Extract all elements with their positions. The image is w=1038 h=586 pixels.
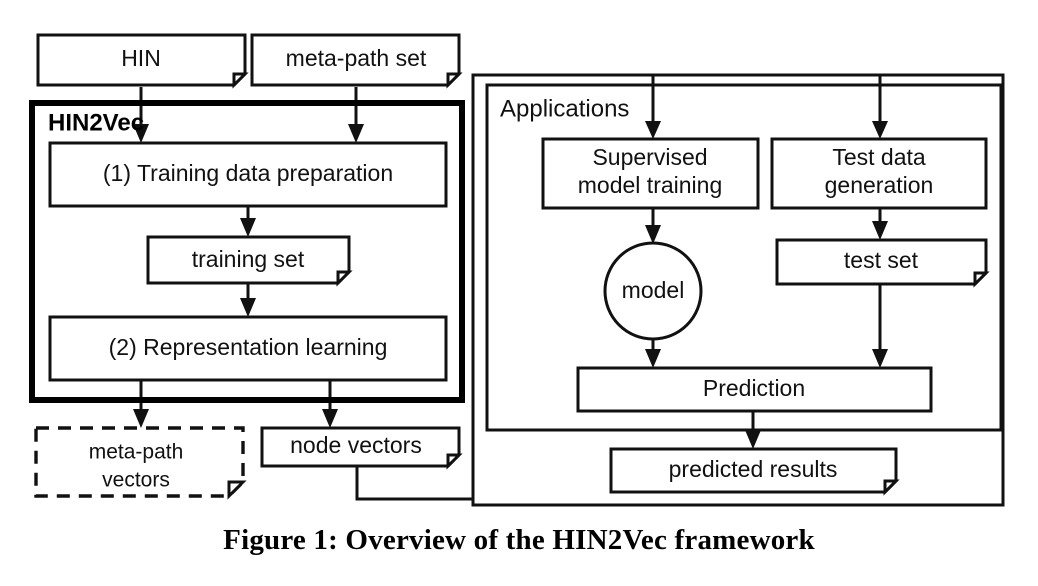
supervised-model-training-box[interactable] — [541, 137, 760, 210]
arrowhead-test-set-to-prediction — [872, 349, 888, 368]
training-set-fold-corner — [336, 270, 353, 287]
step1-label: (1) Training data preparation — [103, 160, 393, 186]
arrowhead-supervised-to-model — [645, 225, 661, 244]
arrowhead-step2-to-node-vectors — [322, 409, 338, 428]
hin2vec-title: HIN2Vec — [48, 109, 144, 136]
test-set-fold-corner — [973, 271, 990, 288]
step2-label: (2) Representation learning — [109, 334, 388, 360]
arrowhead-to-test-data — [872, 121, 888, 139]
test-data-label-line2: generation — [825, 172, 934, 198]
step1-box[interactable] — [48, 141, 448, 208]
arrowhead-metapath-to-step1 — [348, 124, 364, 143]
supervised-label-line1: Supervised — [592, 144, 707, 170]
arrowhead-step1-to-training-set — [240, 218, 256, 237]
model-circle[interactable] — [603, 241, 703, 341]
hin-label: HIN — [121, 45, 161, 71]
training-set-label: training set — [192, 246, 305, 272]
arrowhead-training-set-to-step2 — [240, 298, 256, 317]
applications-title: Applications — [500, 95, 629, 122]
hin2vec-container — [29, 100, 465, 403]
meta-path-vectors-fold-corner — [227, 480, 247, 500]
predicted-results-fold-corner — [883, 479, 900, 496]
arrowhead-step2-to-metapath-vectors — [133, 409, 149, 428]
test-data-generation-box[interactable] — [770, 137, 988, 210]
prediction-label: Prediction — [703, 375, 805, 401]
figure-caption: Figure 1: Overview of the HIN2Vec framew… — [223, 524, 815, 556]
step2-box[interactable] — [48, 315, 448, 382]
meta-path-set-label: meta-path set — [286, 45, 427, 71]
hin-box-fold-corner — [232, 72, 249, 89]
meta-path-vectors-label-line2: vectors — [102, 469, 170, 492]
predicted-results-label: predicted results — [669, 456, 838, 482]
meta-path-vectors-label-line1: meta-path — [89, 441, 184, 464]
test-set-label: test set — [844, 247, 919, 273]
applications-inner-container — [485, 83, 1003, 432]
model-label: model — [622, 277, 685, 303]
node-vectors-fold-corner — [446, 453, 463, 470]
prediction-box[interactable] — [576, 366, 933, 413]
arrowhead-model-to-prediction — [645, 349, 661, 368]
arrowhead-prediction-to-results — [745, 430, 761, 449]
meta-path-set-box-fold-corner — [446, 72, 463, 89]
arrowhead-test-data-to-test-set — [872, 221, 888, 240]
node-vectors-label: node vectors — [290, 432, 422, 458]
applications-outer-container — [471, 73, 1005, 507]
supervised-label-line2: model training — [578, 172, 722, 198]
arrowhead-to-supervised — [645, 121, 661, 139]
test-data-label-line1: Test data — [832, 144, 926, 170]
arrowhead-hin-to-step1 — [133, 124, 149, 143]
